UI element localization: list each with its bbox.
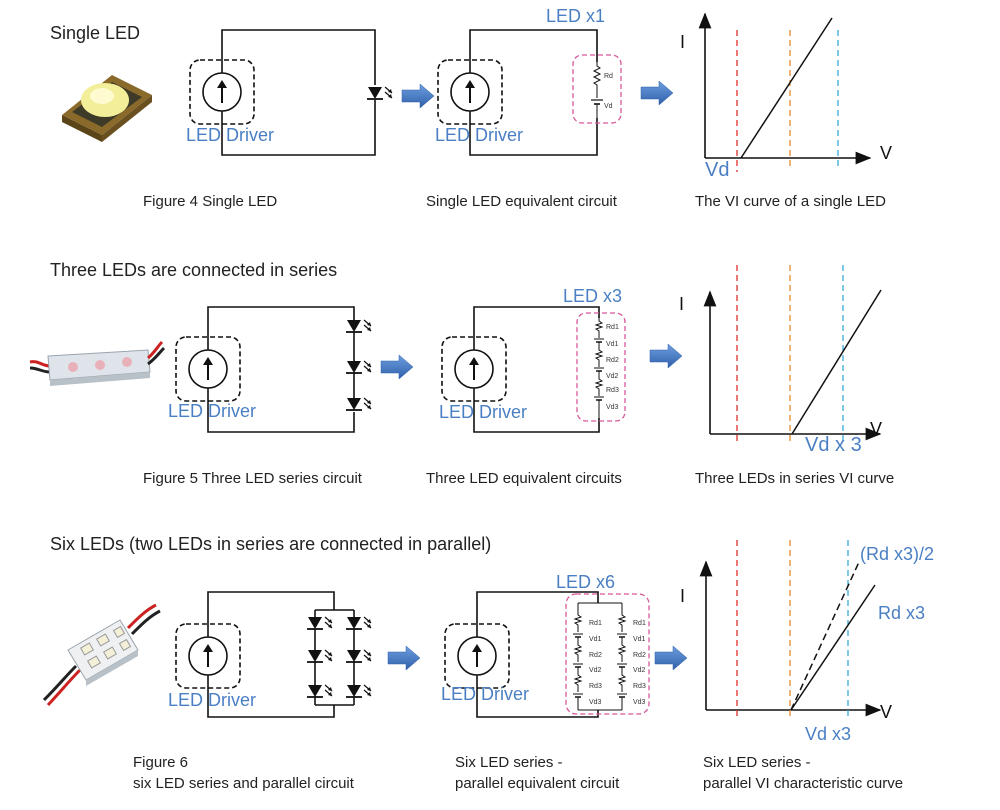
rd3-label: Rd3 (589, 683, 602, 690)
caption-fig6-line1: Figure 6 (133, 754, 188, 771)
equiv-label-x3: LED x3 (563, 286, 622, 306)
vi-line (791, 289, 882, 435)
caption-fig5: Figure 5 Three LED series circuit (143, 470, 363, 487)
led-icon (345, 616, 372, 630)
rd-label: Rd (604, 73, 613, 80)
single-led-photo (62, 75, 152, 142)
driver-label: LED Driver (168, 690, 256, 710)
caption-six-equiv-line2: parallel equivalent circuit (455, 775, 620, 792)
i-axis-label: I (679, 294, 684, 314)
three-led-circuit (175, 306, 372, 433)
led-icon (366, 86, 393, 100)
rd2-label: Rd2 (633, 652, 646, 659)
vd3-label: Vd3 (589, 699, 602, 706)
driver-label: LED Driver (168, 401, 256, 421)
vd-x3-label: Vd x3 (805, 724, 851, 744)
i-axis-label: I (680, 32, 685, 52)
led-icon (345, 319, 372, 333)
led-icon (306, 616, 333, 630)
driver-label: LED Driver (435, 125, 523, 145)
caption-three-vi: Three LEDs in series VI curve (695, 470, 894, 487)
rd3-label: Rd3 (606, 387, 619, 394)
caption-three-equiv: Three LED equivalent circuits (426, 470, 622, 487)
equiv-label-x1: LED x1 (546, 6, 605, 26)
arrow-icon (649, 343, 683, 369)
vd2-label: Vd2 (606, 373, 619, 380)
led-icon (345, 397, 372, 411)
six-led-circuit (175, 591, 372, 718)
vi-line (740, 17, 833, 159)
arrow-icon (654, 645, 688, 671)
single-led-circuit (189, 29, 393, 156)
section-title-single: Single LED (50, 23, 140, 43)
equiv-label-x6: LED x6 (556, 572, 615, 592)
arrow-icon (401, 83, 435, 109)
section-title-parallel: Six LEDs (two LEDs in series are connect… (50, 534, 491, 554)
vd1-label: Vd1 (589, 636, 602, 643)
driver-label: LED Driver (441, 684, 529, 704)
rd1-label: Rd1 (589, 620, 602, 627)
led-icon (345, 360, 372, 374)
driver-label: LED Driver (439, 402, 527, 422)
led-icon (345, 649, 372, 663)
vd1-label: Vd1 (606, 341, 619, 348)
rd-half-label: (Rd x3)/2 (860, 544, 934, 564)
six-vi-chart (699, 540, 882, 720)
rd3-label: Rd3 (633, 683, 646, 690)
vd-curve-label: Vd (705, 159, 729, 181)
v-axis-label: V (870, 419, 882, 439)
vd-x3-label: Vd x 3 (805, 434, 862, 456)
caption-single-vi: The VI curve of a single LED (695, 193, 886, 210)
vd3-label: Vd3 (633, 699, 646, 706)
caption-six-equiv-line1: Six LED series - (455, 754, 563, 771)
caption-six-vi-line1: Six LED series - (703, 754, 811, 771)
led-icon (306, 684, 333, 698)
caption-fig6-line2: six LED series and parallel circuit (133, 775, 355, 792)
arrow-icon (640, 80, 674, 106)
i-axis-label: I (680, 586, 685, 606)
vi-line (790, 584, 876, 711)
six-led-module-photo (42, 603, 161, 707)
arrow-icon (380, 354, 414, 380)
three-equivalent-circuit (441, 306, 626, 433)
led-icon (345, 684, 372, 698)
v-axis-label: V (880, 702, 892, 722)
caption-fig4: Figure 4 Single LED (143, 193, 277, 210)
vd-label: Vd (604, 103, 613, 110)
section-title-series: Three LEDs are connected in series (50, 260, 337, 280)
rd1-label: Rd1 (606, 324, 619, 331)
vd2-label: Vd2 (633, 667, 646, 674)
rd1-label: Rd1 (633, 620, 646, 627)
arrow-icon (387, 645, 421, 671)
vi-line-dashed (790, 561, 860, 711)
three-vi-chart (703, 265, 882, 445)
v-axis-label: V (880, 143, 892, 163)
caption-single-equiv: Single LED equivalent circuit (426, 193, 618, 210)
equivalent-box (572, 54, 622, 124)
vd3-label: Vd3 (606, 404, 619, 411)
driver-label: LED Driver (186, 125, 274, 145)
single-equivalent-circuit (437, 29, 622, 156)
six-equivalent-circuit (444, 591, 650, 718)
equivalent-box (565, 593, 650, 715)
three-led-strip-photo (29, 340, 166, 386)
rd2-label: Rd2 (589, 652, 602, 659)
led-icon (306, 649, 333, 663)
single-vi-chart (698, 12, 872, 172)
caption-six-vi-line2: parallel VI characteristic curve (703, 775, 903, 792)
vd2-label: Vd2 (589, 667, 602, 674)
equivalent-box (576, 312, 626, 422)
rd2-label: Rd2 (606, 357, 619, 364)
vd1-label: Vd1 (633, 636, 646, 643)
rd-x3-label: Rd x3 (878, 603, 925, 623)
